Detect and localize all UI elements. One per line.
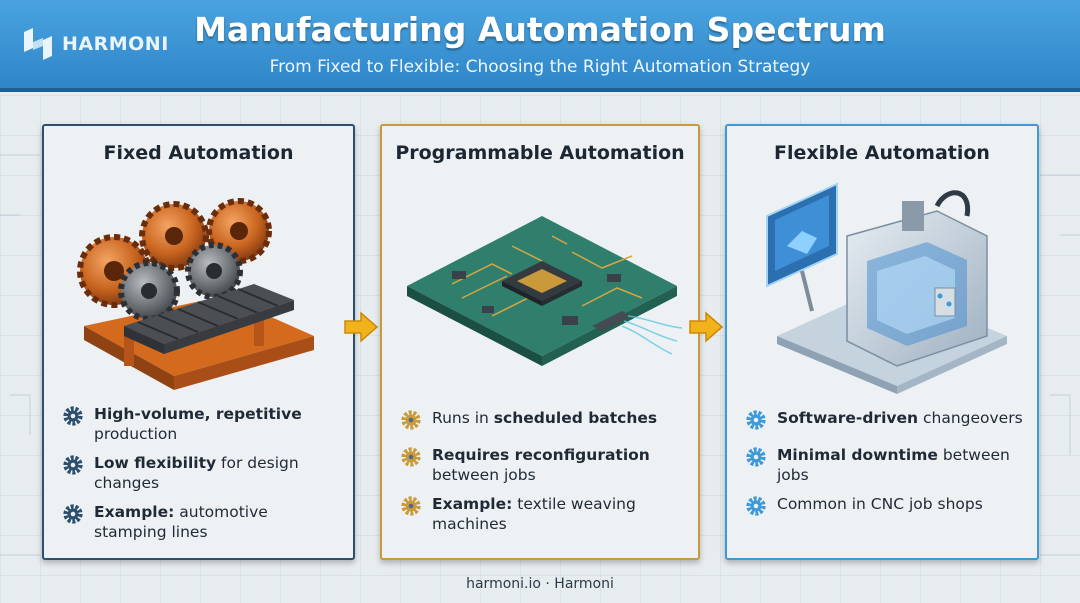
bullet-item: Software-driven changeovers — [745, 408, 1025, 431]
card-programmable-automation: Programmable Automation — [380, 124, 700, 560]
bullet-text: between jobs — [432, 466, 536, 484]
bullet-bold: scheduled batches — [493, 409, 658, 427]
card-title: Fixed Automation — [103, 142, 294, 164]
bullet-item: Example: textile weaving machines — [400, 494, 686, 534]
bullet-text: textile weaving machines — [432, 495, 636, 533]
bullet-item: Runs in scheduled batches — [400, 408, 686, 431]
card-title: Programmable Automation — [395, 142, 685, 164]
gear-icon — [401, 496, 421, 516]
card-flexible-automation: Flexible Automation So — [725, 124, 1039, 560]
bullet-text: for design changes — [94, 454, 299, 492]
gear-icon — [63, 455, 83, 475]
bullet-bold: Example: — [94, 503, 175, 521]
bullet-item: High-volume, repetitive production — [62, 404, 341, 444]
logo-icon — [24, 28, 52, 60]
bullet-bold: Low flexibility — [94, 454, 217, 472]
bullet-item: Common in CNC job shops — [745, 494, 1025, 517]
bullet-bold: High-volume, repetitive — [94, 405, 302, 423]
bullet-list: Software-driven changeovers Minimal down… — [745, 408, 1025, 526]
card-fixed-automation: Fixed Automation — [42, 124, 355, 560]
bullet-bold: Requires reconfiguration — [432, 446, 650, 464]
arrow-right-icon — [689, 311, 724, 343]
bullet-item: Low flexibility for design changes — [62, 453, 341, 493]
bullet-bold: Example: — [432, 495, 513, 513]
gear-icon — [63, 406, 83, 426]
bullet-text: Common in CNC job shops — [777, 495, 983, 513]
bullet-item: Example: automotive stamping lines — [62, 502, 341, 542]
bullet-text: between jobs — [777, 446, 1010, 484]
gear-icon — [401, 410, 421, 430]
bullet-text: automotive stamping lines — [94, 503, 268, 541]
page-title: Manufacturing Automation Spectrum — [194, 10, 886, 49]
bullet-bold: Software-driven — [777, 409, 919, 427]
card-title: Flexible Automation — [774, 142, 990, 164]
bullet-bold: Minimal downtime — [777, 446, 938, 464]
gears-conveyor-illustration — [77, 198, 314, 390]
arrow-right-icon — [344, 311, 379, 343]
gear-icon — [746, 447, 766, 467]
header-banner: HARMONI Manufacturing Automation Spectru… — [0, 0, 1080, 92]
bullet-list: High-volume, repetitive production Low f… — [62, 404, 341, 551]
logo-text: HARMONI — [62, 33, 169, 55]
bullet-item: Requires reconfiguration between jobs — [400, 445, 686, 485]
bullet-item: Minimal downtime between jobs — [745, 445, 1025, 485]
bullet-list: Runs in scheduled batches Requires recon… — [400, 408, 686, 543]
gear-icon — [401, 447, 421, 467]
page-subtitle: From Fixed to Flexible: Choosing the Rig… — [269, 57, 811, 77]
bullet-text: changeovers — [922, 409, 1023, 427]
gear-icon — [63, 504, 83, 524]
footer-credit[interactable]: harmoni.io · Harmoni — [466, 576, 614, 592]
bullet-text: Runs in — [432, 409, 489, 427]
circuit-board-illustration — [407, 216, 683, 366]
brand-logo[interactable]: HARMONI — [20, 24, 169, 64]
cnc-machine-illustration — [766, 182, 1007, 394]
gear-icon — [746, 496, 766, 516]
bullet-text: production — [94, 425, 178, 443]
gear-icon — [746, 410, 766, 430]
